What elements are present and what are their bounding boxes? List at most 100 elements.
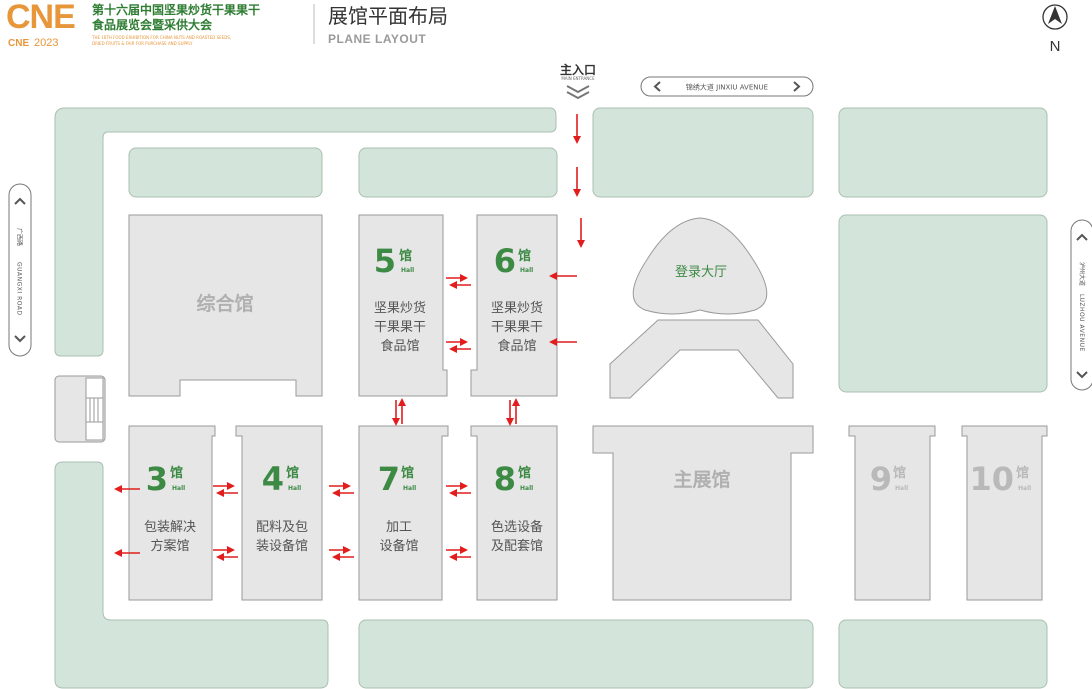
green-area — [838, 214, 1048, 393]
hall-4-line2: 装设备馆 — [256, 538, 308, 554]
hall-comprehensive[interactable] — [128, 214, 323, 397]
hall-6-label: 6 馆 Hall 坚果炒货 干果果干 食品馆 — [491, 242, 543, 354]
hall-7-cn: 馆 — [401, 465, 414, 481]
hall-comprehensive-label: 综合馆 — [196, 292, 253, 315]
road-label-luzhou-cn: 泸州大道 — [1078, 262, 1086, 286]
road-label-luzhou-en: LUZHOU AVENUE — [1078, 294, 1085, 352]
hall-5[interactable] — [358, 214, 448, 397]
hall-6-line2: 干果果干 — [491, 320, 543, 335]
hall-5-number: 5 — [374, 242, 396, 280]
hall-10-number: 10 — [969, 460, 1014, 498]
hall-6-en: Hall — [520, 267, 533, 274]
entrance-chevron-icon — [566, 85, 590, 100]
logo-letters-small: CNE — [8, 38, 29, 49]
hall-main[interactable] — [592, 425, 814, 601]
hall-6-line1: 坚果炒货 — [491, 300, 543, 316]
green-area — [838, 107, 1048, 198]
hall-10-cn: 馆 — [1016, 465, 1029, 481]
hall-7-line2: 设备馆 — [379, 538, 418, 554]
hall-10-label: 10 馆 Hall — [969, 460, 1031, 498]
green-area — [358, 147, 558, 198]
small-building — [54, 375, 106, 443]
hall-8-en: Hall — [520, 485, 533, 492]
hall-8-cn: 馆 — [518, 465, 531, 481]
event-logo: CNE CNE 2023 — [6, 0, 76, 49]
hall-9-label: 9 馆 Hall — [870, 460, 908, 498]
hall-4-label: 4 馆 Hall 配料及包 装设备馆 — [256, 460, 308, 554]
page-title-cn: 展馆平面布局 — [328, 4, 448, 28]
road-label-guangxi-en: GUANGXI ROAD — [16, 262, 23, 316]
hall-7-number: 7 — [378, 460, 400, 498]
hall-10[interactable] — [961, 425, 1048, 601]
hall-6-number: 6 — [494, 242, 516, 280]
hall-5-line3: 食品馆 — [380, 338, 419, 354]
hall-6-line3: 食品馆 — [497, 338, 536, 354]
hall-main-label: 主展馆 — [673, 468, 730, 491]
road-label-guangxi-cn: 广西路 — [16, 228, 24, 246]
hall-4[interactable] — [235, 425, 323, 601]
main-entrance-label: 主入口 — [560, 62, 596, 77]
hall-8-line2: 及配套馆 — [491, 538, 543, 554]
chevron-down-icon — [14, 335, 26, 343]
hall-9[interactable] — [848, 425, 936, 601]
green-area-northwest — [54, 107, 557, 357]
hall-4-number: 4 — [262, 460, 284, 498]
green-area — [838, 619, 1048, 689]
hall-4-cn: 馆 — [286, 465, 299, 481]
compass-icon: N — [1042, 4, 1068, 55]
hall-3-en: Hall — [172, 485, 185, 492]
hall-3-line1: 包装解决 — [144, 520, 196, 535]
road-sign-guangxi-road: 广西路 GUANGXI ROAD — [8, 183, 32, 357]
green-area — [128, 147, 323, 198]
green-area — [358, 619, 814, 689]
hall-9-cn: 馆 — [893, 465, 906, 481]
hall-3-cn: 馆 — [170, 465, 183, 481]
registration-hall-label: 登录大厅 — [675, 265, 727, 280]
event-subtitle-line1: THE 16TH FOOD EXHIBITION FOR CHINA NUTS … — [91, 35, 231, 40]
hall-8[interactable] — [470, 425, 558, 601]
road-label-jinxiu: 锦绣大道 JINXIU AVENUE — [686, 83, 768, 92]
event-title-line1: 第十六届中国坚果炒货干果果干 — [92, 2, 260, 17]
hall-5-line1: 坚果炒货 — [374, 300, 426, 316]
hall-9-number: 9 — [870, 460, 892, 498]
hall-8-line1: 色选设备 — [491, 519, 543, 535]
hall-3-label: 3 馆 Hall 包装解决 方案馆 — [144, 460, 196, 554]
hall-4-en: Hall — [288, 485, 301, 492]
hall-8-label: 8 馆 Hall 色选设备 及配套馆 — [491, 460, 543, 554]
chevron-left-icon — [653, 81, 661, 92]
chevron-right-icon — [793, 81, 801, 92]
green-area — [592, 107, 814, 198]
hall-5-cn: 馆 — [399, 248, 412, 264]
compass-label: N — [1050, 38, 1061, 55]
hall-3[interactable] — [128, 425, 216, 601]
hall-7-label: 7 馆 Hall 加工 设备馆 — [378, 460, 419, 554]
hall-6[interactable] — [470, 214, 558, 397]
road-sign-luzhou-avenue: 泸州大道 LUZHOU AVENUE — [1070, 219, 1092, 391]
arch-building — [609, 319, 794, 399]
route-arrows — [114, 114, 585, 561]
logo-letters: CNE — [6, 0, 75, 36]
hall-7-en: Hall — [403, 485, 416, 492]
hall-5-line2: 干果果干 — [374, 320, 426, 335]
hall-3-number: 3 — [146, 460, 168, 498]
hall-4-line1: 配料及包 — [256, 520, 308, 535]
hall-3-line2: 方案馆 — [150, 538, 189, 554]
event-subtitle-line2: DRIED FRUITS & FAIR FOR PURCHASE AND SUP… — [92, 41, 193, 46]
hall-10-en: Hall — [1018, 485, 1031, 492]
chevron-down-icon — [1076, 371, 1088, 379]
logo-year: 2023 — [34, 37, 58, 49]
page-title-en: PLANE LAYOUT — [328, 32, 426, 46]
green-areas — [54, 107, 1048, 689]
road-sign-jinxiu-avenue: 锦绣大道 JINXIU AVENUE — [640, 76, 814, 97]
chevron-up-icon — [14, 197, 26, 205]
hall-7-line1: 加工 — [386, 520, 412, 535]
registration-hall[interactable] — [632, 217, 768, 315]
green-area-southwest — [54, 461, 329, 689]
hall-8-number: 8 — [494, 460, 516, 498]
hall-5-en: Hall — [401, 267, 414, 274]
event-title-line2: 食品展览会暨采供大会 — [91, 17, 213, 32]
hall-7[interactable] — [358, 425, 449, 601]
chevron-up-icon — [1076, 233, 1088, 241]
hall-6-cn: 馆 — [518, 248, 531, 264]
